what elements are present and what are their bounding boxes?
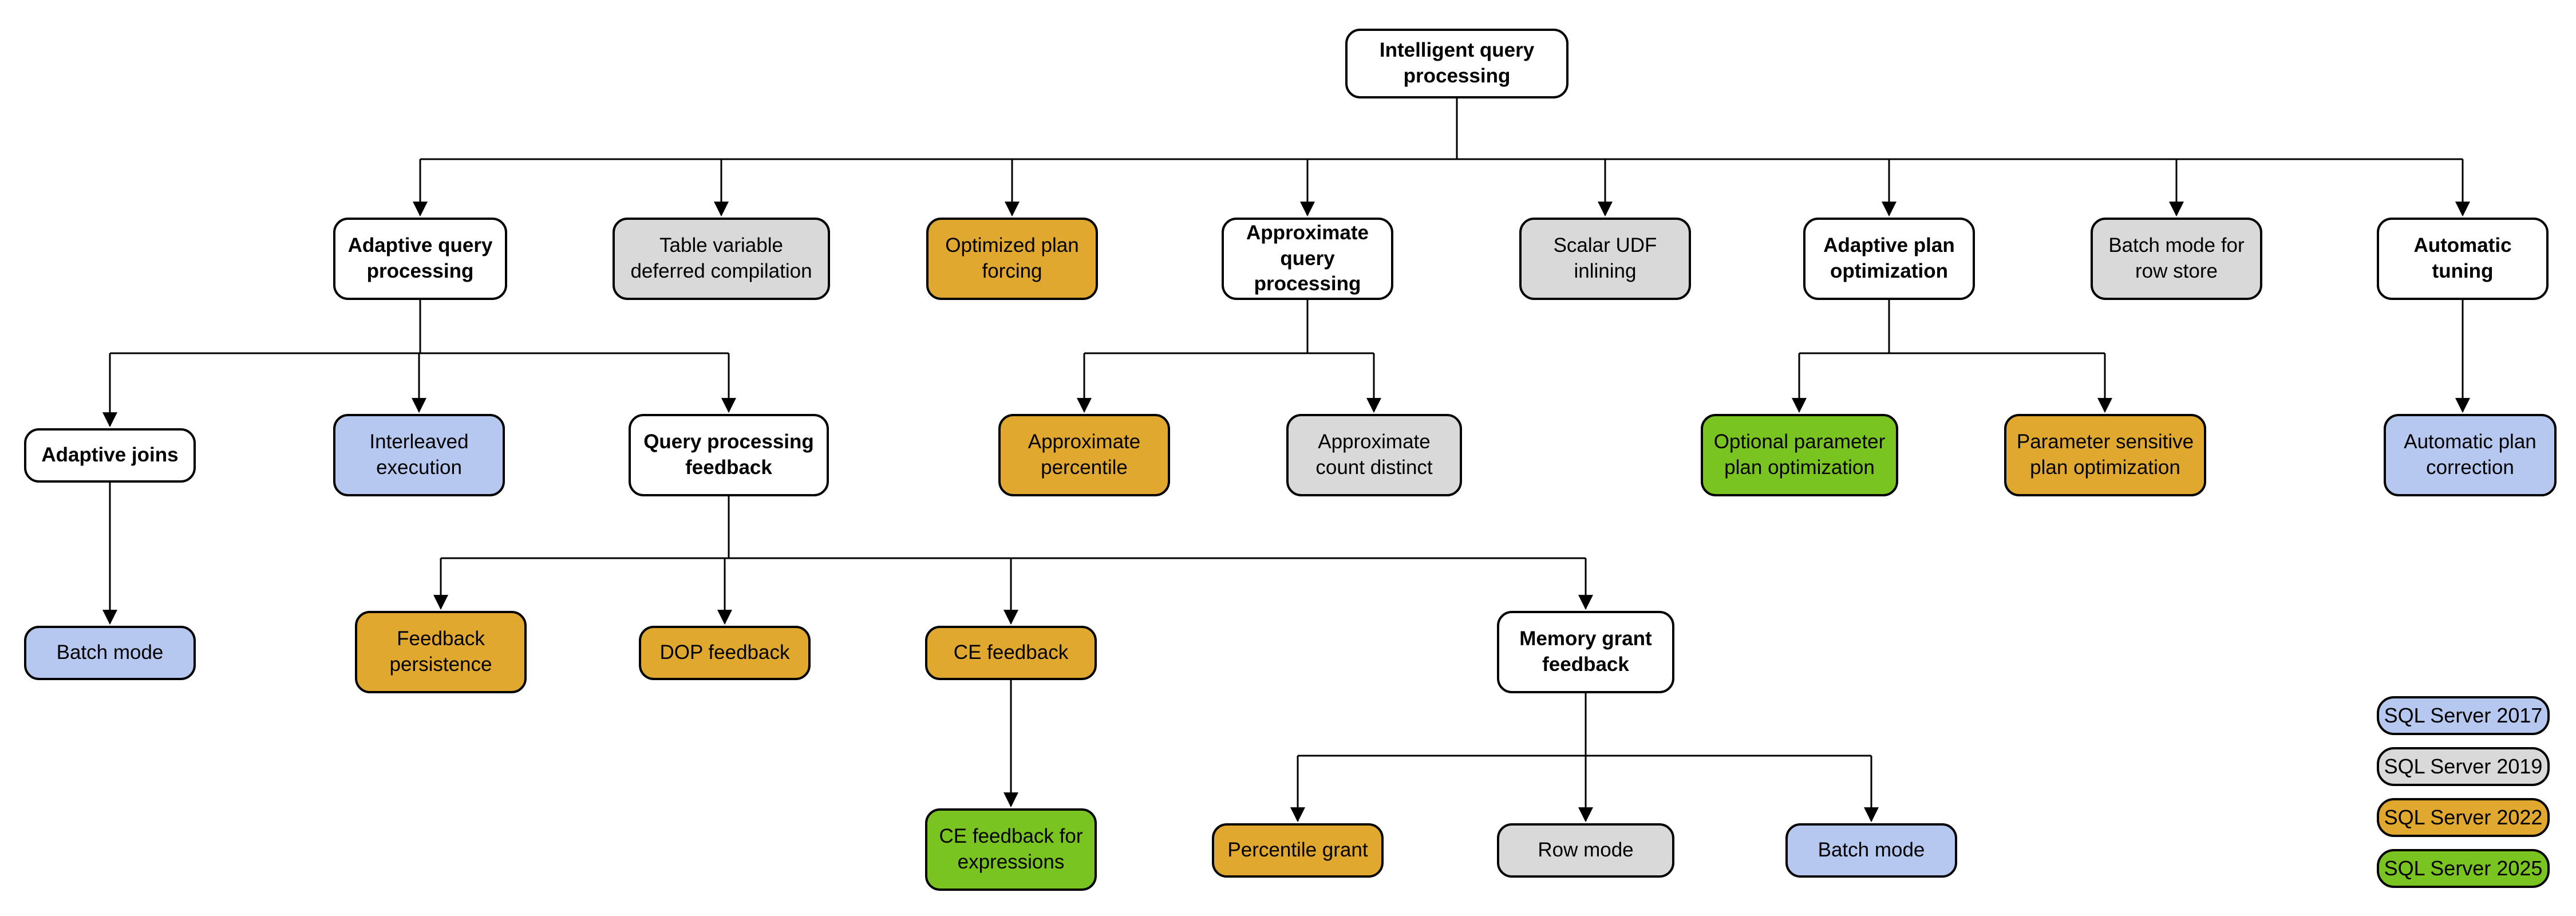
node-query-processing-feedback: Query processing feedback [629, 414, 829, 496]
node-batch-mode-for-row-store: Batch mode for row store [2091, 218, 2262, 300]
node-optimized-plan-forcing: Optimized plan forcing [926, 218, 1098, 300]
node-batch-mode-under-adaptive-joins: Batch mode [24, 626, 196, 680]
node-ce-feedback-for-expressions: CE feedback for expressions [925, 808, 1097, 891]
node-approximate-count-distinct: Approximate count distinct [1286, 414, 1462, 496]
node-scalar-udf-inlining: Scalar UDF inlining [1519, 218, 1691, 300]
node-optional-parameter-plan-optimization: Optional parameter plan optimization [1701, 414, 1898, 496]
node-adaptive-query-processing: Adaptive query processing [333, 218, 507, 300]
node-row-mode: Row mode [1497, 823, 1674, 878]
node-intelligent-query-processing: Intelligent query processing [1345, 29, 1568, 98]
node-automatic-plan-correction: Automatic plan correction [2384, 414, 2557, 496]
node-batch-mode-under-memory-grant: Batch mode [1785, 823, 1957, 878]
node-approximate-query-processing: Approximate query processing [1222, 218, 1393, 300]
node-dop-feedback: DOP feedback [639, 626, 811, 680]
legend-item-sql-server-2025: SQL Server 2025 [2377, 849, 2550, 888]
edge-group [102, 98, 2470, 823]
legend-item-sql-server-2017: SQL Server 2017 [2377, 696, 2550, 735]
node-adaptive-plan-optimization: Adaptive plan optimization [1803, 218, 1975, 300]
node-interleaved-execution: Interleaved execution [333, 414, 505, 496]
node-table-variable-deferred-compilation: Table variable deferred compilation [613, 218, 830, 300]
node-approximate-percentile: Approximate percentile [998, 414, 1170, 496]
node-percentile-grant: Percentile grant [1212, 823, 1384, 878]
node-automatic-tuning: Automatic tuning [2377, 218, 2549, 300]
node-memory-grant-feedback: Memory grant feedback [1497, 611, 1674, 693]
node-feedback-persistence: Feedback persistence [355, 611, 527, 693]
node-parameter-sensitive-plan-optimization: Parameter sensitive plan optimization [2004, 414, 2206, 496]
node-ce-feedback: CE feedback [925, 626, 1097, 680]
legend-item-sql-server-2022: SQL Server 2022 [2377, 798, 2550, 837]
legend-item-sql-server-2019: SQL Server 2019 [2377, 747, 2550, 786]
node-adaptive-joins: Adaptive joins [24, 428, 196, 483]
